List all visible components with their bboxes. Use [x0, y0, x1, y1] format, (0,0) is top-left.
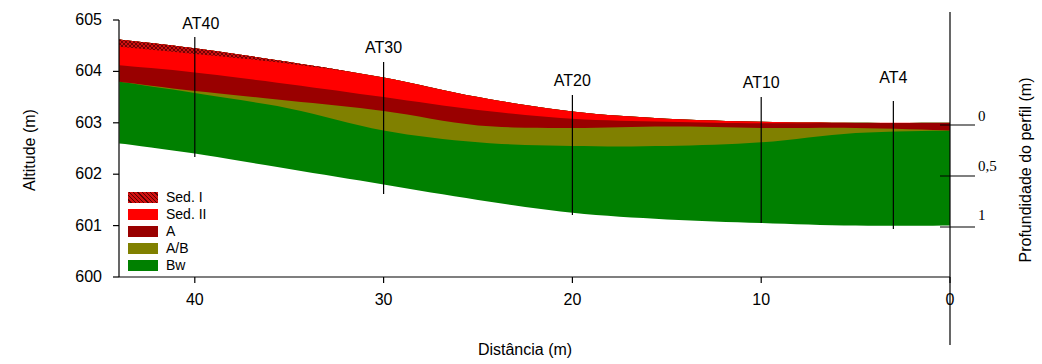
y-tick: [113, 174, 119, 175]
profile-line: [761, 97, 762, 223]
legend-text: A: [166, 224, 175, 238]
tick-label: 10: [752, 292, 770, 308]
tick-label: 604: [75, 63, 102, 79]
tick-label: 30: [375, 292, 393, 308]
legend-text: Sed. I: [166, 190, 203, 204]
legend-swatch: [128, 209, 158, 220]
legend-swatch: [128, 226, 158, 237]
x-tick: [761, 277, 762, 283]
y-tick: [113, 19, 119, 20]
profile-label: AT4: [879, 70, 907, 86]
legend-swatch: [128, 260, 158, 271]
legend-text: Sed. II: [166, 207, 206, 221]
depth-tick: [940, 124, 975, 125]
soil-layer: [119, 40, 950, 226]
axis-title: Altitude (m): [22, 109, 38, 191]
y-axis: [118, 20, 119, 277]
depth-tick: [940, 226, 975, 227]
profile-line: [893, 101, 894, 229]
profile-label: AT30: [365, 40, 402, 56]
profile-line: [383, 62, 384, 194]
axis-title: Profundidade do perfil (m): [1018, 78, 1034, 263]
profile-label: AT10: [743, 75, 780, 91]
legend-swatch: [128, 192, 158, 203]
tick-label: 40: [186, 292, 204, 308]
tick-label: 1: [978, 208, 986, 223]
legend-text: Bw: [166, 258, 185, 272]
tick-label: 602: [75, 166, 102, 182]
tick-label: 0: [978, 109, 986, 124]
tick-label: 603: [75, 115, 102, 131]
soil-layer: [119, 40, 950, 147]
y-tick: [113, 122, 119, 123]
x-tick: [949, 277, 950, 283]
soil-layer: [119, 40, 950, 123]
tick-label: 600: [75, 269, 102, 285]
soil-layer: [119, 40, 950, 124]
tick-label: Distância (m): [478, 342, 572, 358]
y-tick: [113, 225, 119, 226]
legend-text: A/B: [166, 241, 189, 255]
soil-layer: [119, 40, 950, 131]
x-tick: [572, 277, 573, 283]
x-tick: [383, 277, 384, 283]
y-tick: [113, 276, 119, 277]
profile-line: [572, 95, 573, 215]
depth-tick: [940, 175, 975, 176]
x-tick: [194, 277, 195, 283]
profile-label: AT40: [182, 16, 219, 32]
tick-label: 601: [75, 218, 102, 234]
tick-label: 605: [75, 12, 102, 28]
profile-line: [194, 37, 195, 157]
x-axis: [119, 276, 950, 277]
legend-swatch: [128, 243, 158, 254]
profile-label: AT20: [554, 73, 591, 89]
tick-label: 0: [946, 292, 955, 308]
tick-label: 0,5: [978, 159, 997, 174]
tick-label: 20: [564, 292, 582, 308]
y-tick: [113, 71, 119, 72]
